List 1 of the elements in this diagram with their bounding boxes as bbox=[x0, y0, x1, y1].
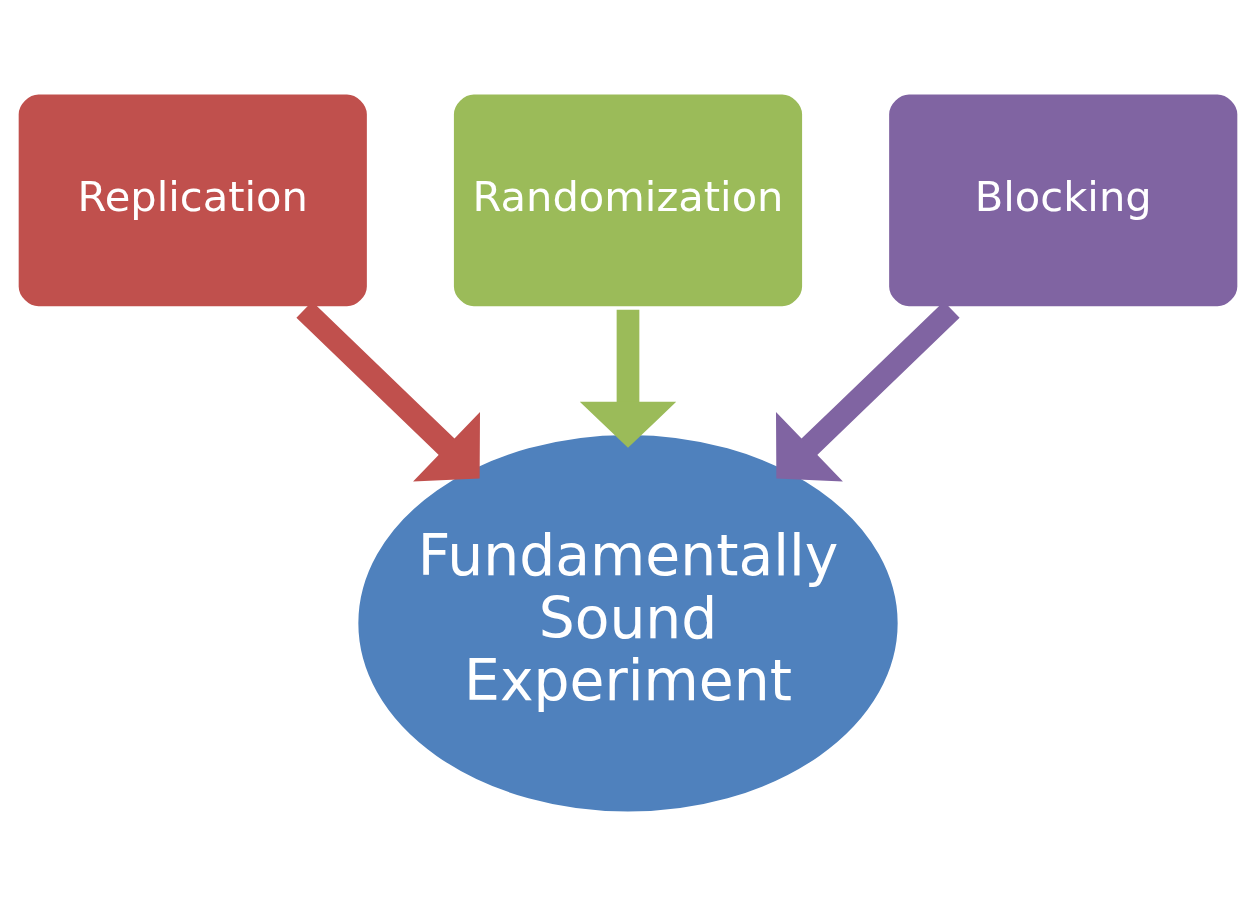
arrow bbox=[579, 309, 677, 448]
